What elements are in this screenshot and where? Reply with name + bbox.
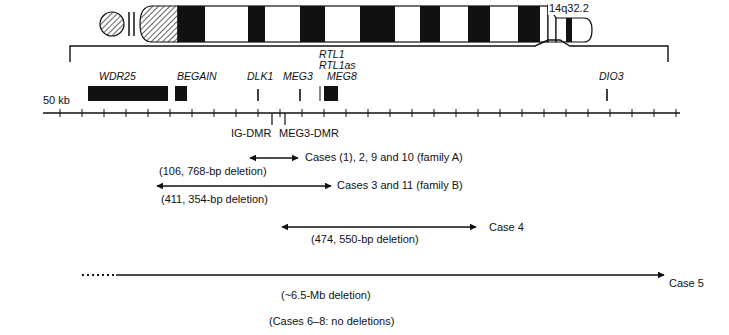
deletion-arrow xyxy=(157,185,331,187)
deletion-arrow xyxy=(282,226,476,228)
dmr-tick xyxy=(284,113,285,125)
gene-label: DLK1 xyxy=(246,71,274,82)
dark-band xyxy=(566,18,572,42)
band-label: 14q32.2 xyxy=(548,2,590,15)
case-label: Cases 3 and 11 (family B) xyxy=(336,179,464,192)
deletion-size: (474, 550-bp deletion) xyxy=(310,233,420,246)
gene-tick xyxy=(320,86,321,101)
case-label: Case 5 xyxy=(668,277,705,290)
deletion-size: (~6.5-Mb deletion) xyxy=(280,289,372,302)
deletion-arrow xyxy=(116,274,664,276)
gene-box xyxy=(324,86,338,101)
deletion-size: (411, 354-bp deletion) xyxy=(160,193,269,206)
dark-band xyxy=(248,6,265,42)
gene-label: MEG8 xyxy=(326,71,358,82)
stalk-mark xyxy=(128,12,130,36)
gene-label: RTL1 xyxy=(318,49,346,60)
dark-band xyxy=(420,6,440,42)
dark-band xyxy=(360,6,395,42)
dark-band xyxy=(468,6,490,42)
scale-ticks xyxy=(60,109,676,117)
centromere xyxy=(140,6,178,42)
case-label: Cases (1), 2, 9 and 10 (family A) xyxy=(304,151,464,164)
gene-label: RTL1as xyxy=(318,60,357,71)
gene-label: BEGAIN xyxy=(176,71,218,82)
dmr-label: IG-DMR xyxy=(230,127,272,140)
scale-label: 50 kb xyxy=(42,94,71,107)
chromosome-end xyxy=(556,18,592,42)
gene-tick xyxy=(606,89,608,101)
genomic-axis xyxy=(43,112,680,113)
dotted-extension xyxy=(82,274,114,276)
deletion-arrow xyxy=(250,157,298,159)
zoom-bracket xyxy=(70,40,668,62)
dmr-tick xyxy=(271,113,272,125)
satellite xyxy=(100,12,124,36)
gene-box xyxy=(88,86,168,101)
deletion-size: (106, 768-bp deletion) xyxy=(158,165,268,178)
dark-band xyxy=(178,6,205,42)
dark-band xyxy=(518,6,540,42)
gene-box xyxy=(175,86,187,101)
gene-label: DIO3 xyxy=(598,71,625,82)
gene-label: MEG3 xyxy=(282,71,314,82)
dmr-label: MEG3-DMR xyxy=(278,127,340,140)
gene-label: WDR25 xyxy=(98,71,137,82)
gene-tick xyxy=(257,89,259,101)
case-label: Case 4 xyxy=(488,221,525,234)
note: (Cases 6–8: no deletions) xyxy=(268,315,395,328)
dark-band xyxy=(300,6,325,42)
gene-tick xyxy=(299,89,301,101)
chromosome-ideogram xyxy=(100,6,592,42)
stalk-mark xyxy=(133,12,135,36)
chromosome-arm xyxy=(178,6,548,42)
